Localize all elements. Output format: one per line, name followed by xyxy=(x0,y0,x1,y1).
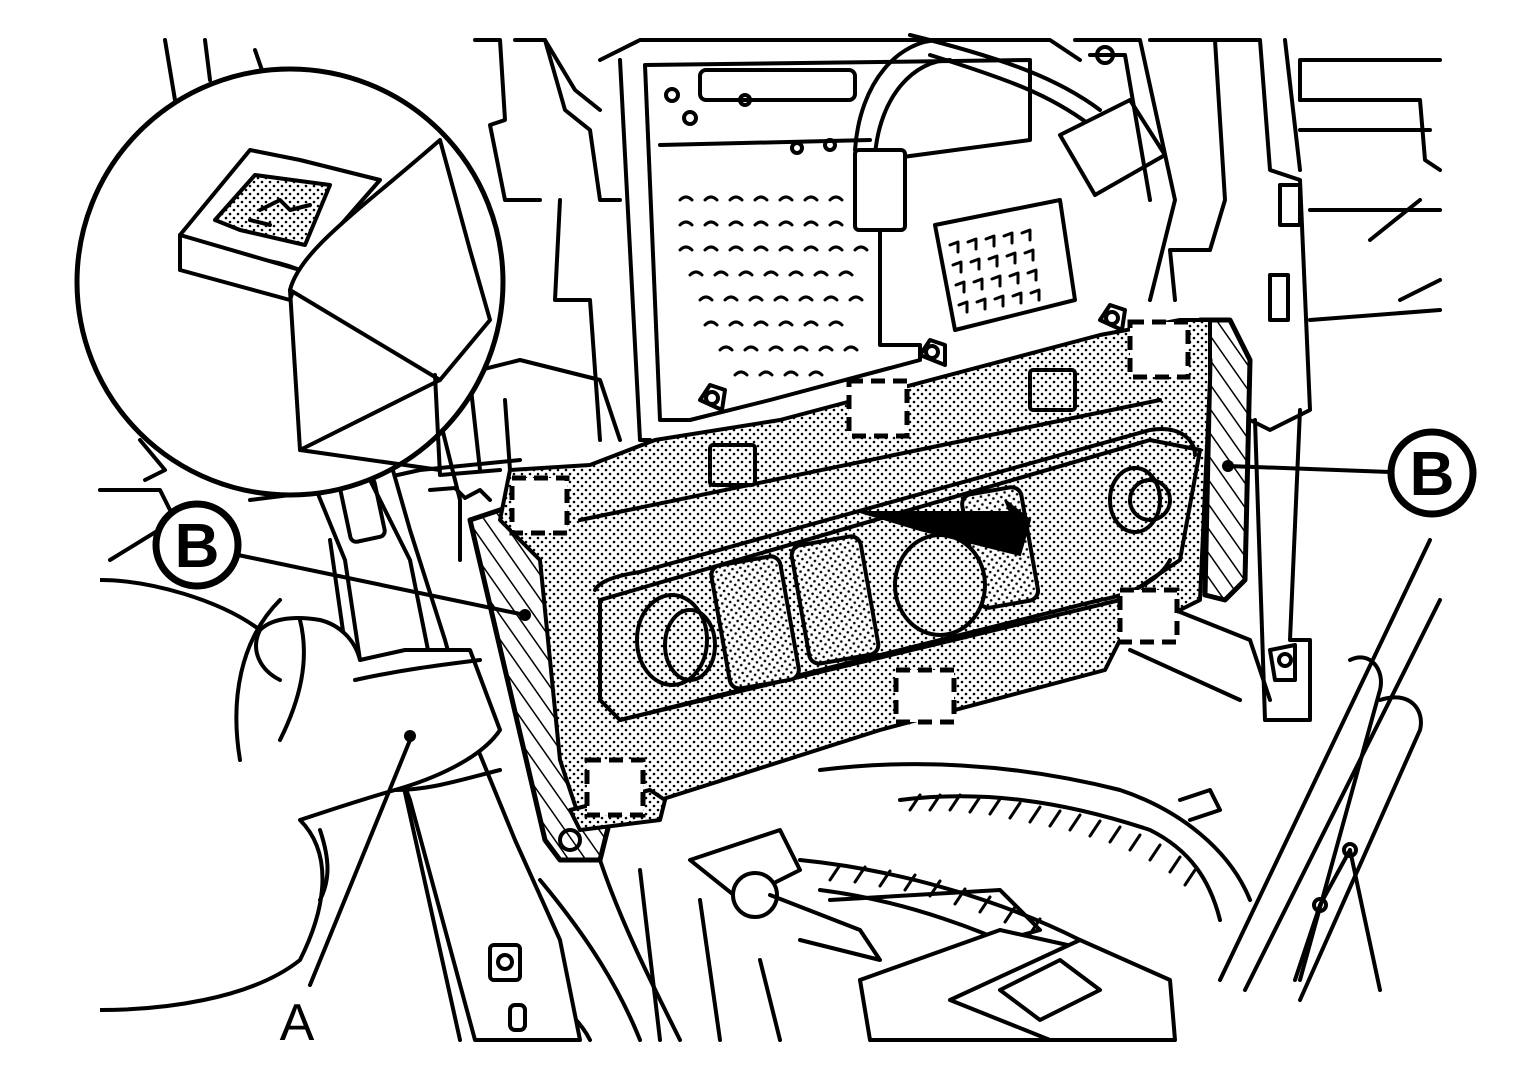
vent-grid xyxy=(678,195,869,377)
detail-inset xyxy=(74,66,506,498)
callout-left-dot xyxy=(519,609,531,621)
part-a-dot xyxy=(404,730,416,742)
callout-right-leader xyxy=(1226,464,1392,474)
callout-left-leader xyxy=(236,553,527,617)
clip-marker xyxy=(584,757,646,818)
hand xyxy=(99,578,502,1012)
clip-marker xyxy=(846,378,910,439)
callout-right-label: B xyxy=(1410,440,1455,509)
clip-marker xyxy=(509,475,570,536)
switch-panel xyxy=(498,318,1212,832)
clip-marker xyxy=(893,667,957,725)
part-a-label: A xyxy=(280,994,315,1052)
background-structure xyxy=(98,33,1442,1042)
callout-left: B xyxy=(152,500,242,590)
mount-screws xyxy=(558,45,1297,852)
callout-right: B xyxy=(1387,428,1477,518)
part-a-leader xyxy=(308,738,412,987)
direction-arrow xyxy=(859,499,1032,557)
inset-leader xyxy=(298,373,502,477)
clip-marker xyxy=(1127,319,1191,380)
callout-right-dot xyxy=(1222,460,1234,472)
clip-marker xyxy=(1117,587,1180,645)
clip-locations xyxy=(509,319,1191,818)
callout-left-label: B xyxy=(175,512,220,581)
